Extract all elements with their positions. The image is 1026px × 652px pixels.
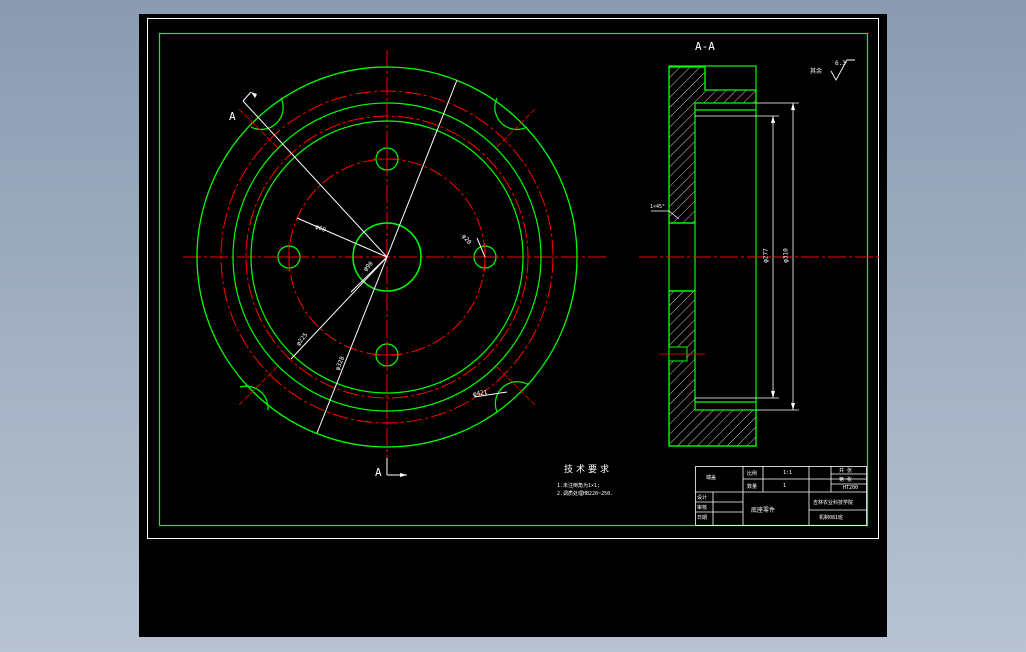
tb-date-label: 日期 xyxy=(697,515,708,521)
center-bore xyxy=(352,222,422,292)
section-marker-bottom: A xyxy=(375,466,382,479)
cad-viewport[interactable]: A-A xyxy=(139,14,887,637)
drawing-canvas: A-A xyxy=(147,18,879,539)
section-marker-top: A xyxy=(229,110,236,123)
dim-d60: φ60 xyxy=(314,223,327,234)
sheet-outer-border xyxy=(147,18,879,539)
roughness-value: 6.3 xyxy=(835,60,846,67)
tb-school: 吉林农业科技学院 xyxy=(813,500,854,506)
roughness-symbol xyxy=(830,59,855,81)
tb-checker: 审核 xyxy=(697,505,708,511)
section-view: A-A xyxy=(639,40,879,447)
tb-sheet-label: 共 张 xyxy=(839,468,853,474)
tb-sheet-of: 第 张 xyxy=(839,477,853,483)
dim-d20: φ20 xyxy=(460,233,473,246)
dim-d225: φ225 xyxy=(295,331,310,348)
recess-circle-3 xyxy=(250,120,524,394)
dim-d421: φ421 xyxy=(472,389,488,398)
notch-bottom-left xyxy=(239,385,269,411)
section-cut-line xyxy=(242,100,388,258)
section-title: A-A xyxy=(695,40,715,53)
recess-circle-1 xyxy=(232,102,542,412)
front-view xyxy=(183,50,609,464)
tb-part-name: 端盖 xyxy=(706,475,717,481)
recess-circle-2 xyxy=(245,115,529,399)
sheet-inner-border xyxy=(158,32,869,527)
tb-scale: 1:1 xyxy=(783,470,793,476)
tb-qty-label: 数量 xyxy=(747,484,758,490)
notch-top-right xyxy=(494,97,528,131)
dim-d277: φ277 xyxy=(762,248,770,263)
notch-top-left xyxy=(250,97,284,131)
outer-flange-circle xyxy=(196,66,578,448)
dim-chamfer: 1×45° xyxy=(650,204,666,210)
section-marker-bottom-arrow xyxy=(386,458,407,477)
roughness-label: 其余 xyxy=(810,68,823,75)
tech-req-line1: 1.未注倒角为1×1; xyxy=(557,483,601,489)
dim-d90: φ90 xyxy=(362,260,375,273)
tb-designer: 设计 xyxy=(697,495,708,501)
tech-req-title: 技术要求 xyxy=(564,465,613,475)
title-block xyxy=(695,466,867,526)
tb-class: 机制081班 xyxy=(819,515,844,521)
dim-d328: φ328 xyxy=(334,355,347,372)
notch-bottom-right xyxy=(494,381,530,413)
bolt-circle-outer xyxy=(220,90,554,424)
tb-scale-label: 比例 xyxy=(747,471,758,477)
tb-drawing-no: 底座零件 xyxy=(751,507,776,514)
tb-material: HT200 xyxy=(843,485,859,491)
tech-req-line2: 2.调质处理HB220~250. xyxy=(557,491,614,497)
tb-qty: 1 xyxy=(783,483,787,489)
dim-d310: φ310 xyxy=(782,248,790,263)
